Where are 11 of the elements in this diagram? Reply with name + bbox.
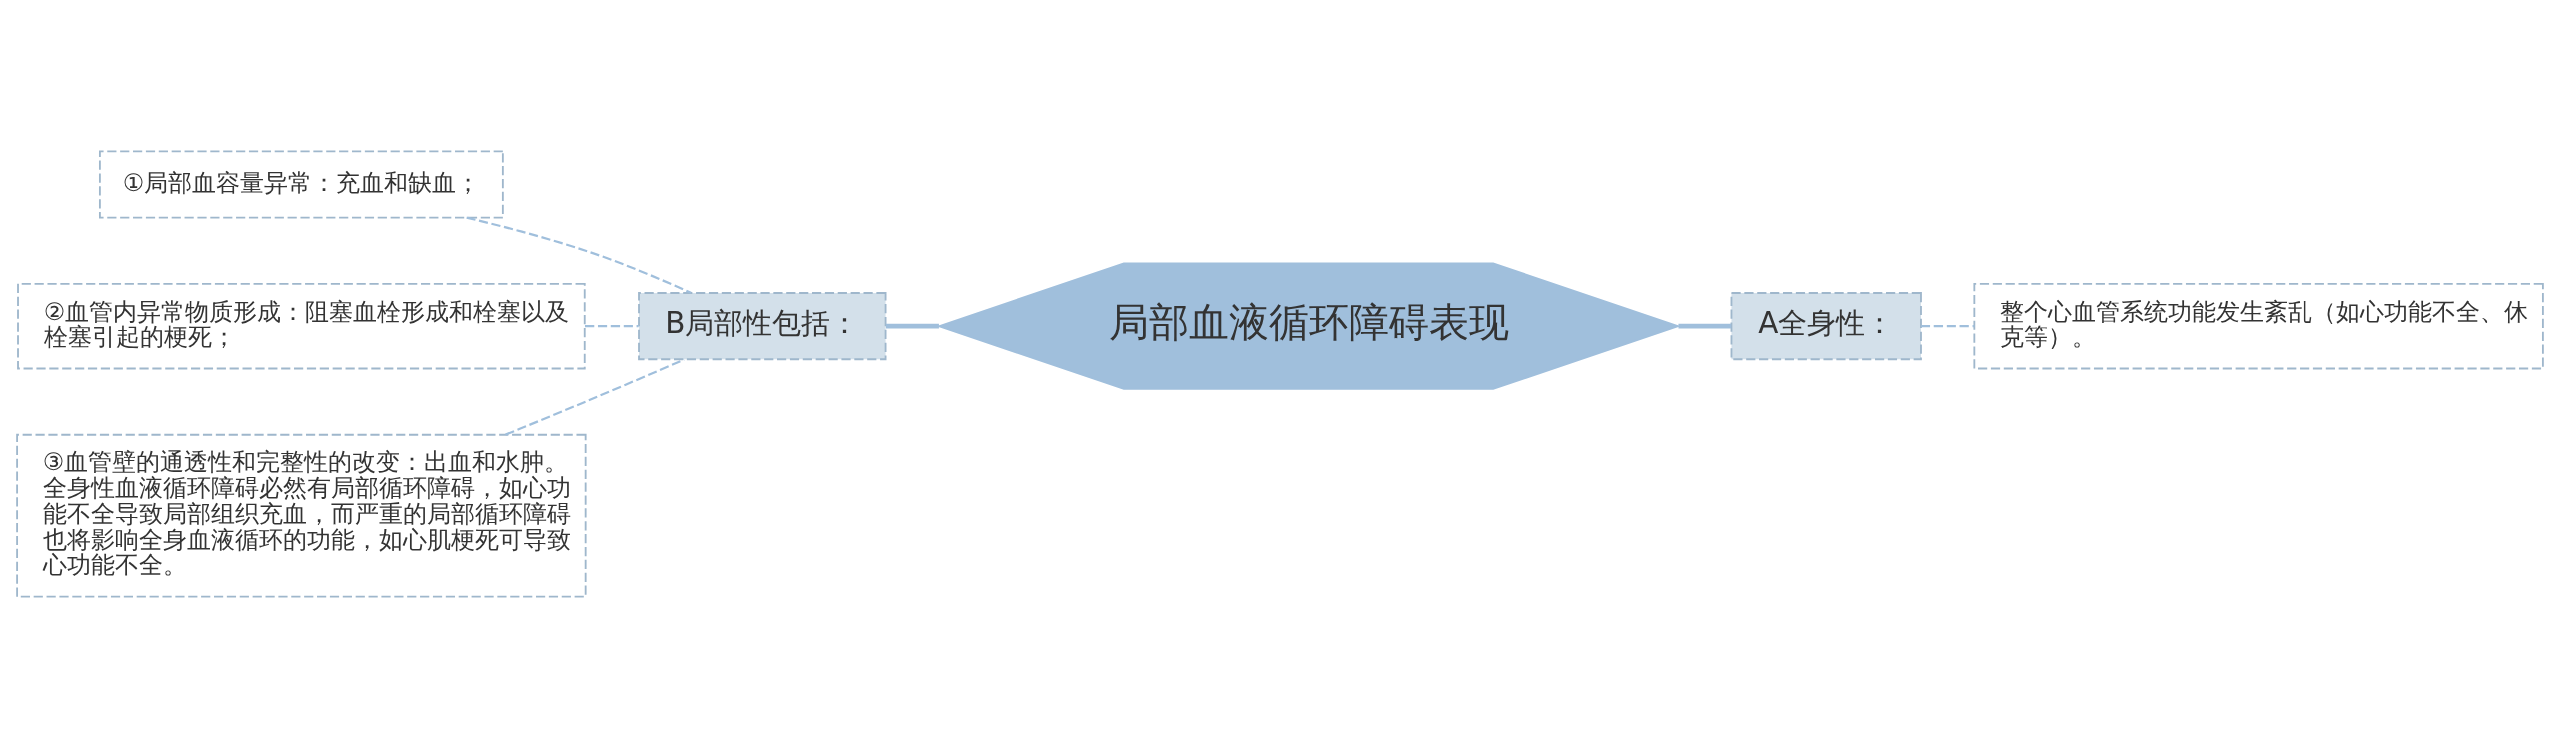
connector bbox=[1678, 323, 1731, 328]
node-box: ③血管壁的通透性和完整性的改变：出血和水肿。全身性血液循环障碍必然有局部循环障碍，如心功能不全导致局部组织充血，而严重的局部循环障碍也将影响全身血液循环的功能，如心肌梗死可导致心功能不全。 bbox=[16, 433, 587, 598]
node-box: ②血管内异常物质形成：阻塞血栓形成和栓塞以及栓塞引起的梗死； bbox=[17, 282, 586, 369]
connector bbox=[885, 323, 939, 328]
connector bbox=[585, 324, 639, 327]
node-box: A全身性： bbox=[1730, 291, 1922, 360]
connector bbox=[466, 216, 692, 294]
node-box: 整个心血管系统功能发生紊乱（如心功能不全、休克等）。 bbox=[1973, 282, 2544, 369]
connector bbox=[1921, 324, 1975, 327]
node-box: ①局部血容量异常：充血和缺血； bbox=[99, 149, 504, 218]
node-box: B局部性包括： bbox=[638, 291, 887, 360]
